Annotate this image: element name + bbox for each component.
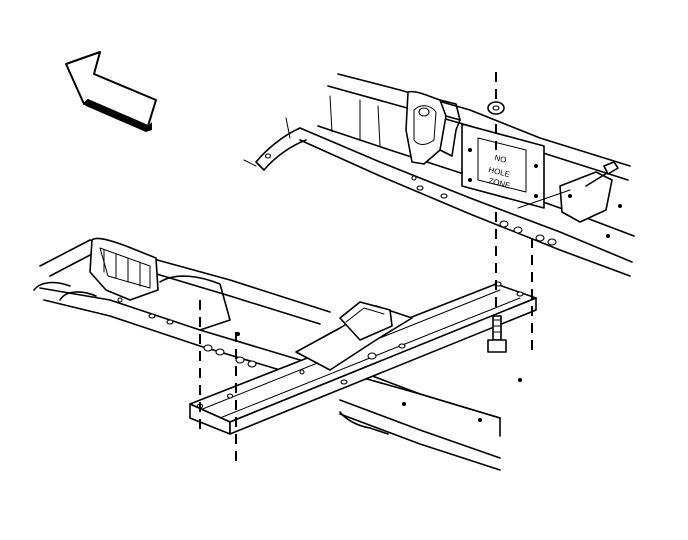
nut-washer bbox=[487, 101, 505, 115]
alignment-lines bbox=[199, 72, 533, 462]
no-hole-zone-label-line-1: NO bbox=[494, 153, 508, 165]
upper-frame-rail: NO HOLE ZONE bbox=[243, 73, 635, 277]
direction-arrow-icon bbox=[65, 51, 157, 132]
bolt bbox=[487, 315, 507, 353]
lower-frame-rail bbox=[33, 237, 522, 471]
crossmember bbox=[189, 281, 537, 435]
